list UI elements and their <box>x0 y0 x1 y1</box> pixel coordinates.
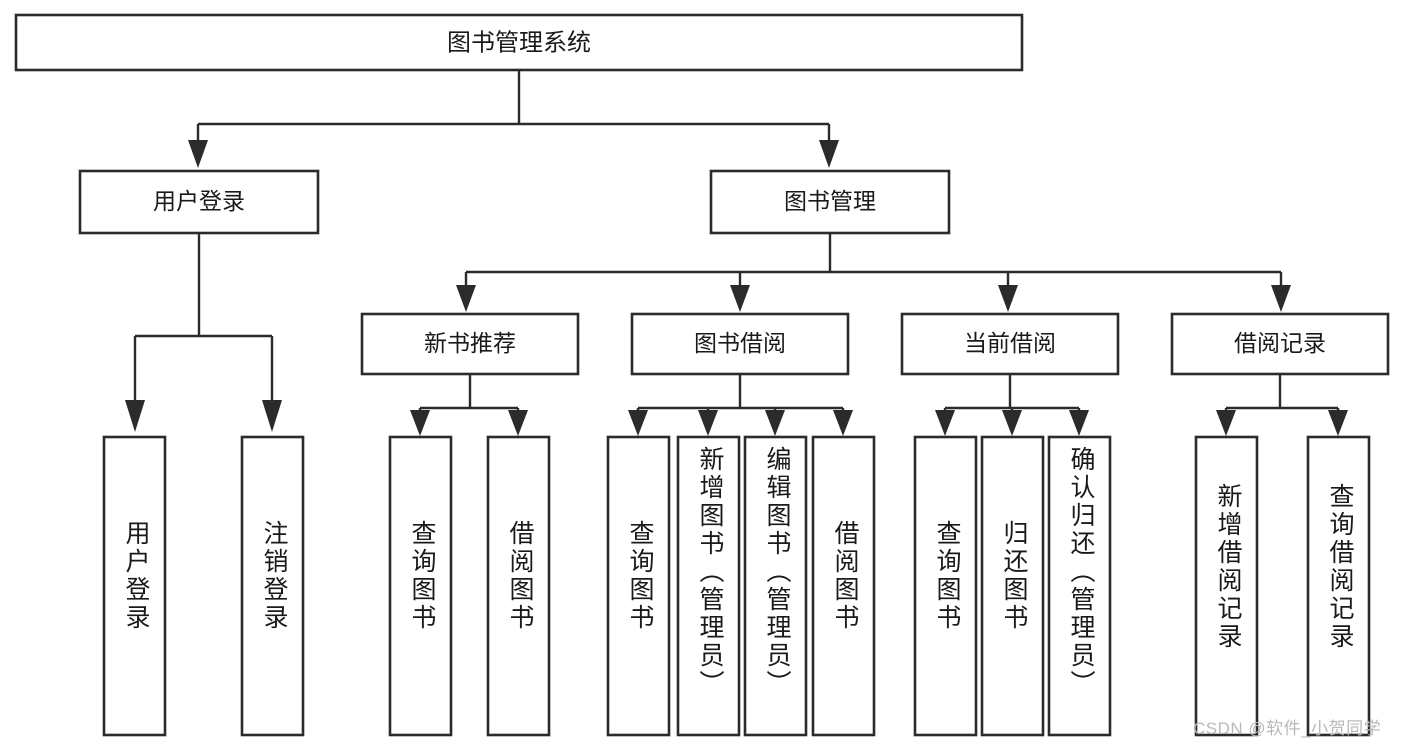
node-borrow-record-box[interactable] <box>1170 312 1390 376</box>
arrow-bookmgmt-child-4 <box>1271 285 1291 312</box>
node-book-borrow[interactable]: 图书借阅 <box>630 312 850 376</box>
arrow-bookborrow-leaf-3 <box>765 410 785 436</box>
arrow-bookmgmt-child-2 <box>730 285 750 312</box>
node-borrow-record-label: 借阅记录 <box>1234 330 1326 356</box>
node-new-book-recommend-label: 新书推荐 <box>424 330 516 356</box>
arrow-bookmgmt-child-3 <box>998 285 1018 312</box>
leaf-box-borrow-record-1[interactable] <box>1194 435 1259 737</box>
arrow-bookborrow-leaf-4 <box>833 410 853 436</box>
leaf-box-new-book-1[interactable] <box>388 435 453 737</box>
arrow-bookborrow-leaf-2 <box>698 410 718 436</box>
node-book-management-label: 图书管理 <box>784 188 876 214</box>
node-user-login[interactable]: 用户登录 <box>78 169 320 235</box>
node-root-system-box[interactable] <box>14 13 1024 72</box>
leaf-box-current-borrow-3[interactable] <box>1047 435 1112 737</box>
csdn-watermark: CSDN @软件_小贺同学 <box>1193 719 1382 738</box>
leaf-box-user-login-2[interactable] <box>240 435 305 737</box>
node-book-borrow-label: 图书借阅 <box>694 330 786 356</box>
arrow-currentborrow-leaf-2 <box>1002 410 1022 436</box>
node-root-system[interactable]: 图书管理系统 <box>14 13 1024 72</box>
leaf-box-user-login-1[interactable] <box>102 435 167 737</box>
leaf-box-borrow-record-2[interactable] <box>1306 435 1371 737</box>
leaf-box-new-book-2[interactable] <box>486 435 551 737</box>
node-book-management-box[interactable] <box>709 169 951 235</box>
leaf-box-current-borrow-1[interactable] <box>913 435 978 737</box>
node-current-borrow[interactable]: 当前借阅 <box>900 312 1120 376</box>
arrow-currentborrow-leaf-3 <box>1069 410 1089 436</box>
node-user-login-label: 用户登录 <box>153 188 245 214</box>
arrow-userlogin-child-2 <box>262 400 282 432</box>
leaf-box-book-borrow-1[interactable] <box>606 435 671 737</box>
leaf-box-book-borrow-2[interactable] <box>676 435 741 737</box>
arrow-root-to-bookmgmt <box>819 140 839 168</box>
node-current-borrow-label: 当前借阅 <box>964 330 1056 356</box>
node-new-book-recommend[interactable]: 新书推荐 <box>360 312 580 376</box>
node-book-borrow-box[interactable] <box>630 312 850 376</box>
leaf-box-current-borrow-2[interactable] <box>980 435 1045 737</box>
leaf-box-book-borrow-4[interactable] <box>811 435 876 737</box>
arrow-borrowrecord-leaf-2 <box>1328 410 1348 436</box>
arrow-root-to-userlogin <box>188 140 208 168</box>
arrow-borrowrecord-leaf-1 <box>1216 410 1236 436</box>
node-root-system-label: 图书管理系统 <box>447 29 591 56</box>
arrow-currentborrow-leaf-1 <box>935 410 955 436</box>
arrow-bookborrow-leaf-1 <box>628 410 648 436</box>
node-new-book-recommend-box[interactable] <box>360 312 580 376</box>
arrow-bookmgmt-child-1 <box>456 285 476 312</box>
leaf-box-book-borrow-3[interactable] <box>743 435 808 737</box>
node-borrow-record[interactable]: 借阅记录 <box>1170 312 1390 376</box>
arrow-userlogin-child-1 <box>125 400 145 432</box>
node-current-borrow-box[interactable] <box>900 312 1120 376</box>
arrow-newbook-leaf-2 <box>508 410 528 436</box>
arrow-newbook-leaf-1 <box>410 410 430 436</box>
node-book-management[interactable]: 图书管理 <box>709 169 951 235</box>
